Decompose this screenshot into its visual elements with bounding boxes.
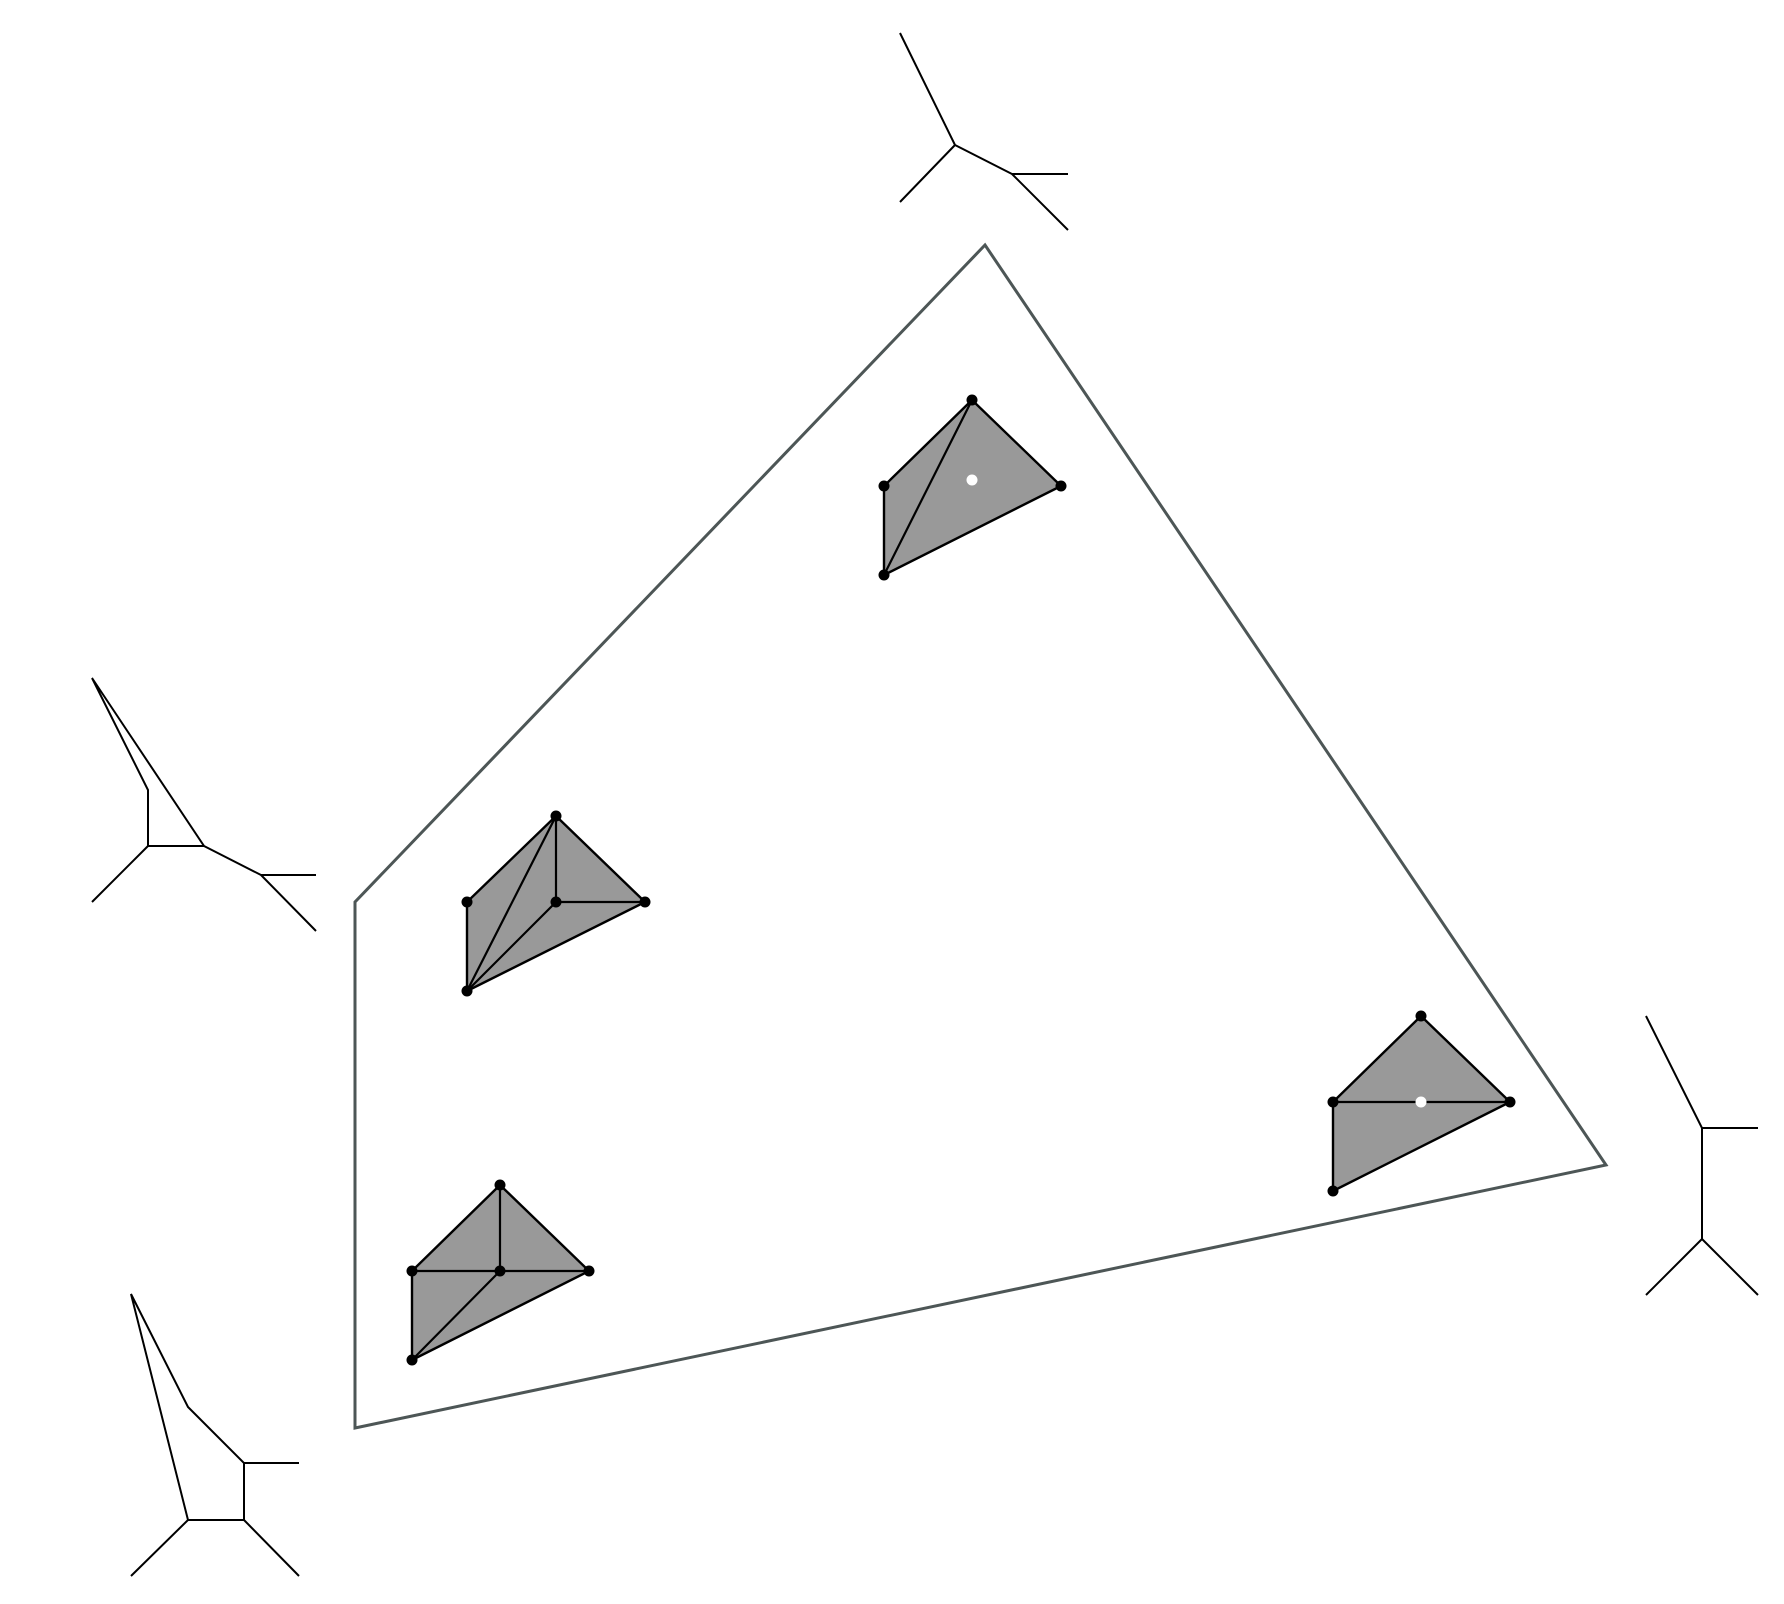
vertex-dot [878, 480, 890, 492]
vertex-dot [461, 896, 473, 908]
marked-point [1415, 1096, 1427, 1108]
tropical-curve-bottom-left [130, 1293, 300, 1577]
vertex-dot [878, 569, 890, 581]
tropical-curve-top-edges [899, 32, 1069, 231]
subdivision-top-diagonal [882, 398, 974, 577]
vertex-dot [550, 810, 562, 822]
vertex-dot [550, 896, 562, 908]
tropical-curve-bottom-left-edges [130, 1293, 300, 1577]
vertex-dot [1327, 1096, 1339, 1108]
tropical-curve-left-edges [91, 677, 317, 932]
subdivision-middle-left-edge [465, 814, 558, 993]
vertex-dot [1055, 480, 1067, 492]
outer-polygon [353, 242, 1609, 1430]
vertex-dot [966, 394, 978, 406]
subdivision-top-region [882, 398, 1063, 577]
tropical-curve-right-edges [1645, 1015, 1759, 1296]
tropical-curve-top [899, 32, 1069, 231]
subdivision-bottom-left-edge [410, 1269, 502, 1362]
subdivision-top [878, 394, 1067, 581]
vertex-dot [406, 1265, 418, 1277]
marked-point [966, 474, 978, 486]
subdivision-middle-left-edge [465, 900, 558, 993]
vertex-dot [1327, 1185, 1339, 1197]
subdivision-middle-left [461, 810, 651, 997]
vertex-dot [1504, 1096, 1516, 1108]
vertex-dot [583, 1265, 595, 1277]
tropical-curve-left [91, 677, 317, 932]
vertex-dot [461, 985, 473, 997]
vertex-dot [639, 896, 651, 908]
vertex-dot [1415, 1010, 1427, 1022]
subdivision-right [1327, 1010, 1516, 1197]
vertex-dot [494, 1179, 506, 1191]
vertex-dot [494, 1265, 506, 1277]
vertex-dot [406, 1354, 418, 1366]
subdivision-bottom-left [406, 1179, 595, 1366]
tropical-curve-right [1645, 1015, 1759, 1296]
